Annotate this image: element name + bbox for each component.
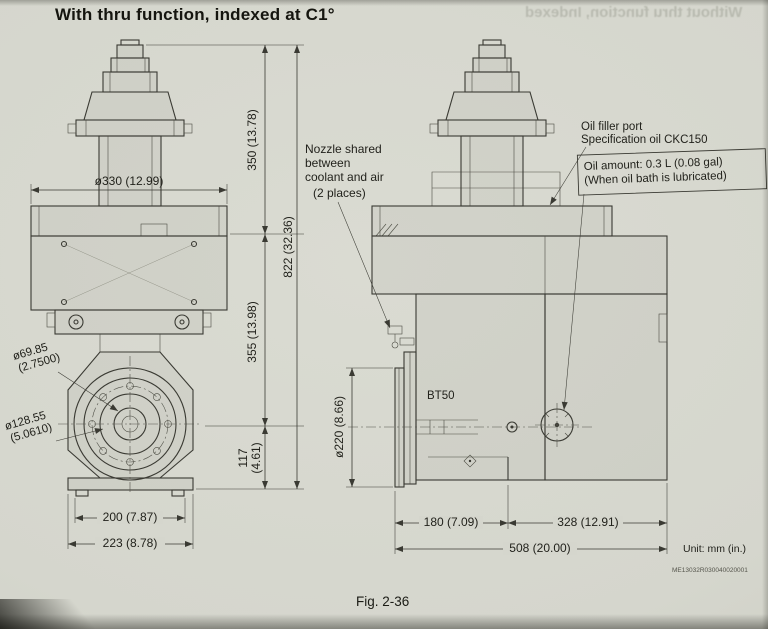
nozzle-note-line4: (2 places) — [313, 186, 366, 200]
figure-caption: Fig. 2-36 — [356, 594, 410, 609]
side-view-dimensions: ø220 (8.66) 180 (7.09) 328 (12.91) 508 (… — [332, 367, 668, 555]
nozzle-note-line3: coolant and air — [305, 170, 384, 184]
scan-shadow-top — [0, 0, 768, 6]
front-view-dimensions: ø330 (12.99) 350 (13.78) 822 (32.36) 355… — [4, 44, 304, 550]
dim-328-label: 328 (12.91) — [557, 515, 618, 529]
nozzle-note-line1: Nozzle shared — [305, 142, 382, 156]
oil-amount-line1: Oil amount: 0.3 L (0.08 gal) — [584, 156, 723, 173]
dim-180-label: 180 (7.09) — [424, 515, 479, 529]
dim-508-label: 508 (20.00) — [509, 541, 570, 555]
dim-117-inch: (4.61) — [249, 442, 263, 473]
nozzle-note-line2: between — [305, 156, 350, 170]
dim-223-label: 223 (8.78) — [103, 536, 158, 550]
dim-dia128-label: ø128.55 (5.0610) — [4, 410, 54, 445]
oil-amount-line2: (When oil bath is lubricated) — [584, 170, 727, 187]
dim-350-label: 350 (13.78) — [245, 109, 259, 170]
front-view — [30, 39, 228, 497]
dim-200-label: 200 (7.87) — [103, 510, 158, 524]
page-title: With thru function, indexed at C1° — [55, 5, 335, 24]
dim-822-label: 822 (32.36) — [281, 216, 295, 277]
scan-shadow-corner — [0, 599, 150, 629]
dim-dia330-label: ø330 (12.99) — [95, 174, 164, 188]
callouts: Nozzle shared between coolant and air (2… — [305, 121, 768, 411]
oil-amount-note: Oil amount: 0.3 L (0.08 gal) (When oil b… — [576, 148, 768, 196]
oil-filler-line1: Oil filler port — [581, 121, 643, 133]
dim-355-label: 355 (13.98) — [245, 301, 259, 362]
dim-dia220-label: ø220 (8.66) — [332, 396, 346, 458]
side-view: BT50 — [348, 39, 668, 488]
doc-code: ME13032R030040020001 — [672, 567, 748, 574]
unit-note: Unit: mm (in.) — [683, 543, 746, 555]
scan-shadow-right — [762, 0, 768, 629]
dim-dia69-label: ø69.85 (2.7500) — [12, 341, 62, 374]
dim-117-value: 117 — [236, 448, 250, 467]
scan-shadow-bottom — [0, 614, 768, 629]
spindle-taper-label: BT50 — [427, 390, 455, 402]
oil-filler-line2: Specification oil CKC150 — [581, 134, 708, 146]
footer-notes: Unit: mm (in.) ME13032R030040020001 — [672, 543, 748, 574]
